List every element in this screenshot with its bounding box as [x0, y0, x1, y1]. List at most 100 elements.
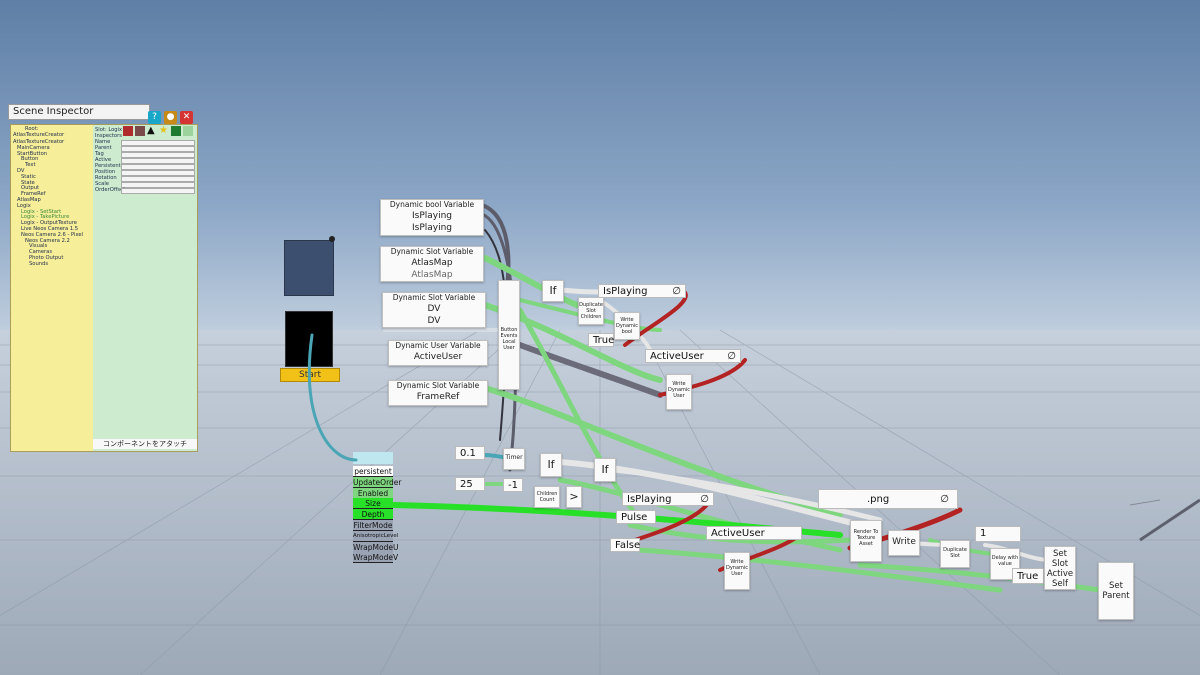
texture-field[interactable]: Depth — [353, 509, 393, 521]
tree-item[interactable]: MainCamera — [17, 144, 50, 151]
true-value-node[interactable]: True — [1012, 568, 1044, 584]
null-icon[interactable]: ∅ — [940, 494, 949, 505]
property-field[interactable] — [121, 158, 195, 164]
timer-value-input[interactable]: 0.1 — [455, 446, 485, 460]
tree-item[interactable]: Logix - OutputTexture — [21, 220, 77, 227]
property-field[interactable] — [121, 146, 195, 152]
timer-node[interactable]: Timer — [503, 448, 525, 470]
root-icon[interactable] — [171, 126, 181, 136]
tree-item[interactable]: Sounds — [29, 260, 49, 267]
write-dynamic-bool-node[interactable]: Write Dynamic bool — [614, 312, 640, 340]
tree-item[interactable]: Live Neos Camera 1.5 — [21, 226, 79, 232]
property-field[interactable] — [121, 152, 195, 158]
tree-item[interactable]: Output — [21, 185, 40, 192]
texture-field[interactable]: FilterMode — [353, 520, 393, 531]
activeuser-reference-node[interactable]: ActiveUser — [706, 526, 802, 540]
tree-item[interactable]: Text — [25, 162, 36, 169]
png-string-node[interactable]: .png∅ — [818, 489, 958, 509]
tree-item[interactable]: FrameRef — [21, 191, 46, 198]
close-icon[interactable]: ✕ — [180, 111, 193, 124]
tree-item[interactable]: Logix — [17, 202, 31, 209]
greater-than-node[interactable]: > — [566, 486, 582, 508]
if-node[interactable]: If — [542, 280, 564, 302]
help-icon[interactable]: ? — [148, 111, 161, 124]
tree-item[interactable]: AtlasMap — [17, 197, 41, 203]
root-name[interactable]: AtlasTextureCreator — [13, 132, 65, 138]
activeuser-reference-node[interactable]: ActiveUser∅ — [645, 349, 741, 363]
destroy-icon[interactable] — [123, 126, 133, 136]
set-slot-active-self-node[interactable]: Set Slot Active Self — [1044, 546, 1076, 590]
write-dynamic-user-node[interactable]: Write Dynamic User — [666, 374, 692, 410]
tree-item[interactable]: Visuals — [29, 243, 48, 250]
node-label: Write — [892, 537, 916, 547]
button-events-node[interactable]: Button Events Local User — [498, 280, 520, 390]
isplaying-reference-node[interactable]: IsPlaying∅ — [598, 284, 686, 298]
texture-field[interactable]: persistent — [353, 466, 393, 477]
tree-item[interactable]: Static — [21, 173, 36, 180]
texture-field[interactable]: AnisotropicLevel — [353, 530, 398, 542]
expand-icon[interactable] — [183, 126, 193, 136]
isplaying-reference-node[interactable]: IsPlaying∅ — [622, 492, 714, 506]
property-field[interactable] — [121, 140, 195, 146]
children-count-node[interactable]: Children Count — [534, 486, 560, 508]
if-node[interactable]: If — [594, 458, 616, 482]
number-25-input[interactable]: 25 — [455, 477, 485, 491]
set-parent-node[interactable]: Set Parent — [1098, 562, 1134, 620]
render-to-texture-asset-node[interactable]: Render To Texture Asset — [850, 520, 882, 562]
texture-field[interactable]: WrapModeU — [353, 541, 399, 553]
null-icon[interactable]: ∅ — [700, 494, 709, 505]
if-node[interactable]: If — [540, 453, 562, 477]
tree-item[interactable]: Cameras — [29, 249, 53, 256]
inspector-title[interactable]: Scene Inspector — [8, 104, 150, 120]
star-icon[interactable]: ★ — [159, 125, 168, 136]
node-label: 1 — [980, 528, 987, 539]
tree-item[interactable]: Neos Camera 2.2 — [25, 237, 70, 244]
pin-icon[interactable]: ● — [164, 111, 177, 124]
dynamic-slot-variable-frameref-node[interactable]: Dynamic Slot Variable FrameRef — [388, 380, 488, 406]
property-field[interactable] — [121, 164, 195, 170]
node-label: ActiveUser — [711, 528, 765, 539]
property-field[interactable] — [121, 176, 195, 182]
delay-with-value-node[interactable]: Delay with value — [990, 548, 1020, 580]
property-field[interactable] — [121, 182, 195, 188]
null-icon[interactable]: ∅ — [672, 286, 681, 297]
number-1-input[interactable]: 1 — [975, 526, 1021, 542]
tree-item[interactable]: Neos Camera 2.6 - Pixel — [21, 231, 84, 238]
true-value-node[interactable]: True — [588, 333, 614, 347]
tree-item[interactable]: Photo Output — [29, 255, 64, 261]
property-label: Parent — [95, 145, 112, 151]
property-field[interactable] — [121, 188, 195, 194]
tree-item[interactable]: State — [21, 179, 35, 186]
up-arrow-icon[interactable]: ▲ — [147, 125, 155, 136]
texture-field[interactable]: UpdateOrder — [353, 476, 402, 488]
dynamic-slot-variable-atlasmap-node[interactable]: Dynamic Slot Variable AtlasMap AtlasMap — [380, 246, 484, 282]
null-icon[interactable]: ∅ — [727, 351, 736, 362]
dynamic-bool-variable-node[interactable]: Dynamic bool Variable IsPlaying IsPlayin… — [380, 199, 484, 236]
tree-item[interactable]: Logix - TakePicture — [21, 214, 70, 221]
dynamic-user-variable-node[interactable]: Dynamic User Variable ActiveUser — [388, 340, 488, 366]
node-name: DV — [427, 304, 441, 314]
node-label: Write Dynamic User — [667, 381, 691, 399]
node-label: Pulse — [621, 512, 648, 523]
tree-item[interactable]: StartButton — [17, 150, 48, 157]
tree-item[interactable]: AtlasTextureCreator — [13, 139, 65, 145]
dynamic-slot-variable-dv-node[interactable]: Dynamic Slot Variable DV DV — [382, 292, 486, 328]
duplicate-slot-node[interactable]: Duplicate Slot — [940, 540, 970, 568]
tree-item[interactable]: Button — [21, 156, 39, 163]
duplicate-icon[interactable] — [135, 126, 145, 136]
number-neg1-input[interactable]: -1 — [503, 478, 523, 492]
false-value-node[interactable]: False — [610, 538, 640, 552]
texture-field[interactable]: WrapModeV — [353, 552, 399, 564]
pulse-node[interactable]: Pulse — [616, 510, 656, 524]
tree-item[interactable]: Logix - SetStart — [21, 208, 62, 215]
property-field[interactable] — [121, 170, 195, 176]
texture-field[interactable]: Size — [353, 498, 393, 510]
write-node[interactable]: Write — [888, 530, 920, 556]
attach-component-button[interactable]: コンポーネントをアタッチ — [93, 439, 197, 449]
write-dynamic-user-node[interactable]: Write Dynamic User — [724, 552, 750, 590]
tree-item[interactable]: DV — [17, 168, 25, 174]
texture-field[interactable]: Enabled — [353, 487, 393, 499]
grab-handle[interactable] — [329, 236, 335, 242]
duplicate-slot-children-node[interactable]: Duplicate Slot Children — [578, 297, 604, 325]
